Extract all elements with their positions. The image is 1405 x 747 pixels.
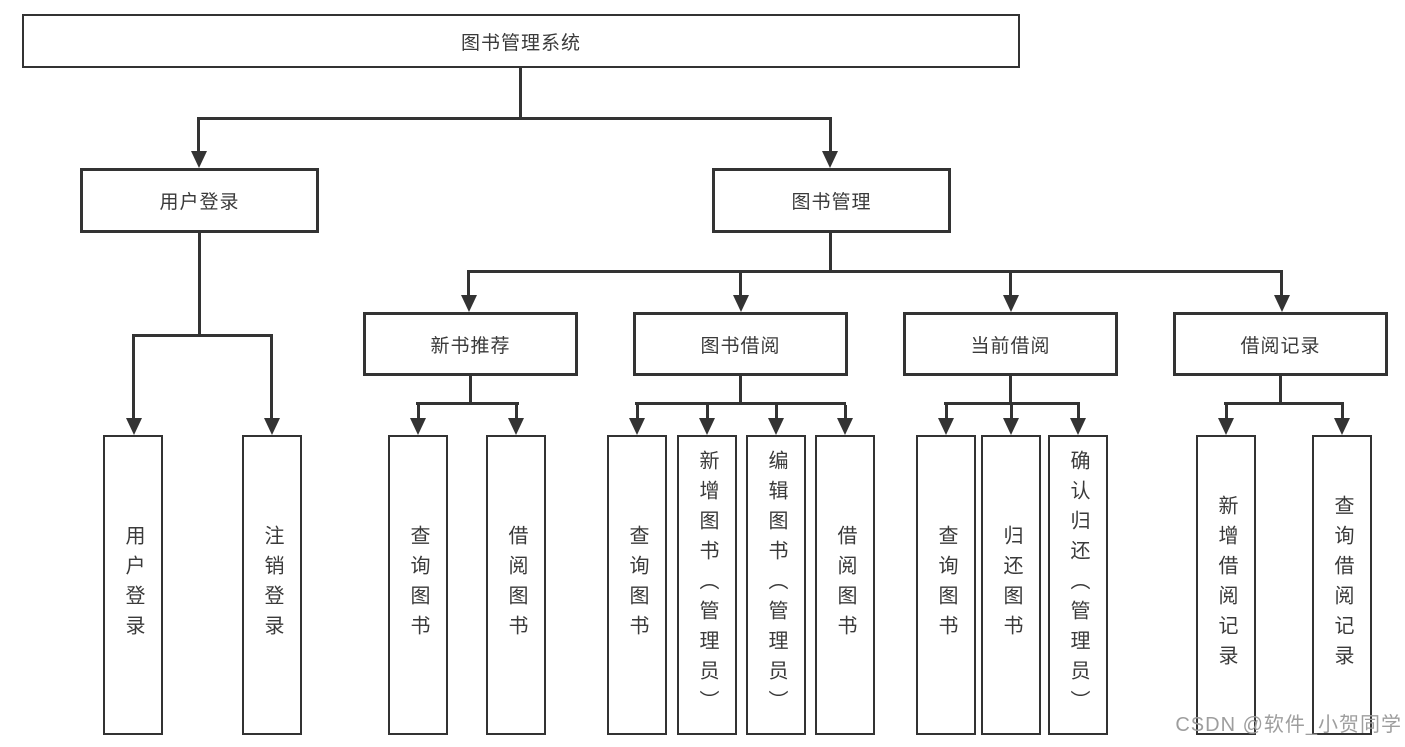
arrowhead-down-icon — [461, 295, 477, 312]
node-leaf-borrow-book-1: 借阅图书 — [486, 435, 546, 735]
node-borrow-records: 借阅记录 — [1173, 312, 1388, 376]
arrowhead-down-icon — [1334, 418, 1350, 435]
arrowhead-down-icon — [822, 151, 838, 168]
connector-group-spread — [1224, 402, 1344, 405]
node-leaf-logout-label: 注销登录 — [261, 525, 283, 645]
node-leaf-user-login: 用户登录 — [103, 435, 163, 735]
node-leaf-edit-book-label: 编辑图书（管理员） — [765, 450, 787, 720]
connector-group-stem — [469, 376, 472, 405]
node-book-borrow: 图书借阅 — [633, 312, 848, 376]
connector-book-mgmt-stem — [829, 120, 832, 152]
arrowhead-down-icon — [1003, 295, 1019, 312]
connector-group-spread — [944, 402, 1080, 405]
connector-leaf-stem — [945, 405, 948, 420]
arrowhead-down-icon — [508, 418, 524, 435]
connector-level3-stem — [1280, 273, 1283, 296]
node-leaf-add-record: 新增借阅记录 — [1196, 435, 1256, 735]
node-leaf-query-book-3: 查询图书 — [916, 435, 976, 735]
node-leaf-query-book-3-label: 查询图书 — [935, 525, 957, 645]
node-book-mgmt: 图书管理 — [712, 168, 951, 233]
arrowhead-down-icon — [410, 418, 426, 435]
connector-leaf-stem — [706, 405, 709, 420]
connector-login-stem — [198, 233, 201, 336]
connector-root-stem — [519, 68, 522, 119]
node-leaf-logout: 注销登录 — [242, 435, 302, 735]
connector-leaf-stem — [844, 405, 847, 420]
connector-group-stem — [1009, 376, 1012, 405]
connector-leaf-stem — [1077, 405, 1080, 420]
connector-leaf-stem — [417, 405, 420, 420]
node-root-label: 图书管理系统 — [460, 32, 581, 54]
node-leaf-borrow-book-2: 借阅图书 — [815, 435, 875, 735]
arrowhead-down-icon — [1274, 295, 1290, 312]
connector-leaf-stem — [270, 337, 273, 419]
node-book-mgmt-label: 图书管理 — [791, 192, 872, 213]
connector-login-spread — [132, 334, 273, 337]
node-leaf-query-record: 查询借阅记录 — [1312, 435, 1372, 735]
node-leaf-add-book-label: 新增图书（管理员） — [696, 450, 718, 720]
node-leaf-add-book: 新增图书（管理员） — [677, 435, 737, 735]
arrowhead-down-icon — [629, 418, 645, 435]
connector-leaf-stem — [1010, 405, 1013, 420]
connector-group-stem — [739, 376, 742, 405]
arrowhead-down-icon — [1003, 418, 1019, 435]
arrowhead-down-icon — [837, 418, 853, 435]
arrowhead-down-icon — [699, 418, 715, 435]
arrowhead-down-icon — [1218, 418, 1234, 435]
connector-group-spread — [416, 402, 519, 405]
connector-leaf-stem — [132, 337, 135, 419]
csdn-watermark: CSDN @软件_小贺同学 — [1175, 714, 1402, 736]
node-leaf-confirm-return-label: 确认归还（管理员） — [1067, 450, 1089, 720]
node-borrow-records-label: 借阅记录 — [1240, 335, 1321, 357]
arrowhead-down-icon — [768, 418, 784, 435]
node-root: 图书管理系统 — [22, 14, 1020, 68]
connector-level2-spread — [197, 117, 832, 120]
arrowhead-down-icon — [938, 418, 954, 435]
node-current-borrow: 当前借阅 — [903, 312, 1118, 376]
node-new-book-recommend: 新书推荐 — [363, 312, 578, 376]
node-leaf-query-book-1: 查询图书 — [388, 435, 448, 735]
arrowhead-down-icon — [264, 418, 280, 435]
connector-mgmt-stem — [829, 233, 832, 273]
connector-leaf-stem — [775, 405, 778, 420]
node-leaf-add-record-label: 新增借阅记录 — [1215, 495, 1237, 675]
arrowhead-down-icon — [191, 151, 207, 168]
connector-group-spread — [635, 402, 846, 405]
connector-level3-stem — [467, 273, 470, 296]
node-user-login-label: 用户登录 — [159, 192, 240, 213]
arrowhead-down-icon — [1070, 418, 1086, 435]
node-leaf-user-login-label: 用户登录 — [122, 525, 144, 645]
node-leaf-query-book-1-label: 查询图书 — [407, 525, 429, 645]
arrowhead-down-icon — [126, 418, 142, 435]
connector-leaf-stem — [1225, 405, 1228, 420]
node-new-book-recommend-label: 新书推荐 — [430, 335, 511, 357]
connector-user-login-stem — [197, 120, 200, 152]
node-leaf-confirm-return: 确认归还（管理员） — [1048, 435, 1108, 735]
node-book-borrow-label: 图书借阅 — [700, 335, 781, 357]
node-leaf-return-book: 归还图书 — [981, 435, 1041, 735]
connector-level3-stem — [1009, 273, 1012, 296]
connector-leaf-stem — [636, 405, 639, 420]
node-leaf-query-book-2: 查询图书 — [607, 435, 667, 735]
node-current-borrow-label: 当前借阅 — [970, 335, 1051, 357]
connector-leaf-stem — [515, 405, 518, 420]
node-leaf-edit-book: 编辑图书（管理员） — [746, 435, 806, 735]
node-leaf-borrow-book-1-label: 借阅图书 — [505, 525, 527, 645]
connector-leaf-stem — [1341, 405, 1344, 420]
node-leaf-return-book-label: 归还图书 — [1000, 525, 1022, 645]
connector-level3-stem — [739, 273, 742, 296]
connector-group-stem — [1279, 376, 1282, 405]
connector-level3-spread — [467, 270, 1283, 273]
arrowhead-down-icon — [733, 295, 749, 312]
node-leaf-query-book-2-label: 查询图书 — [626, 525, 648, 645]
node-leaf-borrow-book-2-label: 借阅图书 — [834, 525, 856, 645]
node-leaf-query-record-label: 查询借阅记录 — [1331, 495, 1353, 675]
node-user-login: 用户登录 — [80, 168, 319, 233]
